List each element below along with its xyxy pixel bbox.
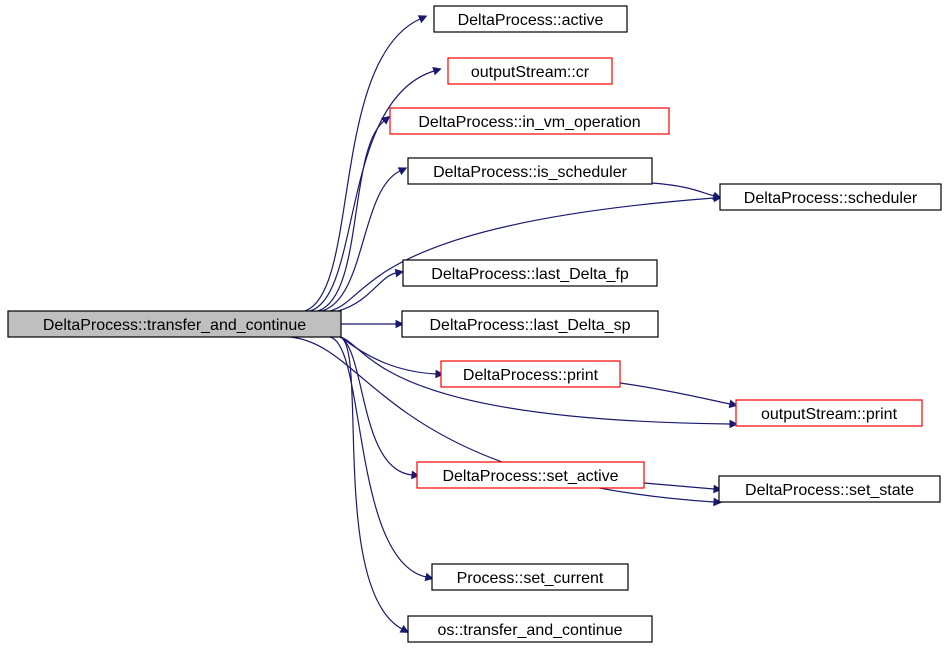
node-box: [431, 563, 629, 591]
arrow-head-icon: [713, 484, 723, 494]
arrow-head-icon: [411, 470, 421, 480]
edge-line: [619, 382, 731, 405]
edge-line: [329, 197, 715, 312]
node-os-transfer[interactable]: os::transfer_and_continue: [407, 615, 653, 643]
node-dp-print[interactable]: DeltaProcess::print: [440, 360, 621, 388]
node-box: [402, 259, 658, 287]
arrow-head-icon: [397, 167, 408, 176]
edge-root-to-scheduler: [329, 193, 723, 312]
node-box: [735, 399, 923, 427]
edge-line: [337, 272, 397, 312]
edge-set_active-to-set_state: [643, 482, 723, 494]
arrow-head-icon: [399, 624, 410, 633]
edge-line: [309, 70, 435, 312]
arrow-head-icon: [424, 572, 434, 582]
edge-line: [317, 120, 385, 312]
edge-root-to-dp_print: [340, 336, 445, 379]
node-label: DeltaProcess::is_scheduler: [433, 164, 628, 181]
node-label: Process::set_current: [457, 570, 604, 587]
edge-root-to-set_current: [329, 336, 434, 582]
edge-line: [340, 336, 731, 425]
edge-root-to-is_sched: [321, 167, 408, 312]
arrow-head-icon: [432, 67, 442, 76]
node-label: DeltaProcess::in_vm_operation: [418, 114, 640, 131]
edge-root-to-os_print: [340, 336, 739, 429]
node-root: DeltaProcess::transfer_and_continue: [7, 310, 342, 338]
node-label: DeltaProcess::print: [463, 367, 599, 384]
arrow-head-icon: [417, 15, 428, 24]
edge-line: [340, 336, 413, 476]
node-box: [447, 57, 613, 85]
arrow-head-icon: [395, 319, 405, 329]
node-cr[interactable]: outputStream::cr: [447, 57, 613, 85]
arrow-head-icon: [712, 191, 722, 201]
node-label: DeltaProcess::active: [458, 12, 604, 29]
node-os-print[interactable]: outputStream::print: [735, 399, 923, 427]
arrow-head-icon: [435, 369, 445, 379]
edge-line: [304, 18, 421, 312]
node-label: DeltaProcess::last_Delta_sp: [430, 317, 631, 334]
edge-line: [321, 170, 401, 312]
edge-dp_print-to-os_print: [619, 382, 738, 409]
node-last-fp[interactable]: DeltaProcess::last_Delta_fp: [402, 259, 658, 287]
edge-line: [651, 182, 715, 197]
node-label: outputStream::print: [761, 406, 898, 423]
node-set-current[interactable]: Process::set_current: [431, 563, 629, 591]
node-label: DeltaProcess::transfer_and_continue: [43, 317, 306, 334]
node-label: DeltaProcess::set_state: [745, 482, 914, 499]
arrow-head-icon: [729, 419, 739, 429]
edge-line: [339, 336, 403, 630]
node-is-sched[interactable]: DeltaProcess::is_scheduler: [407, 157, 653, 185]
node-label: outputStream::cr: [471, 64, 590, 81]
node-box: [440, 360, 621, 388]
node-last-sp[interactable]: DeltaProcess::last_Delta_sp: [401, 310, 659, 338]
node-label: DeltaProcess::last_Delta_fp: [431, 266, 629, 283]
node-box: [401, 310, 659, 338]
node-box: [718, 475, 941, 503]
arrow-head-icon: [380, 115, 391, 125]
node-box: [389, 107, 670, 135]
edge-root-to-last_sp: [341, 319, 405, 329]
node-label: DeltaProcess::scheduler: [744, 190, 918, 207]
edge-root-to-in_vm_op: [317, 115, 391, 312]
arrow-head-icon: [713, 497, 723, 507]
node-set-state[interactable]: DeltaProcess::set_state: [718, 475, 941, 503]
nodes-layer: DeltaProcess::transfer_and_continueDelta…: [7, 5, 942, 643]
node-label: os::transfer_and_continue: [437, 622, 622, 639]
edge-root-to-active: [304, 15, 428, 312]
edge-line: [329, 336, 427, 578]
node-label: DeltaProcess::set_active: [442, 468, 618, 485]
edge-line: [643, 482, 715, 490]
arrow-head-icon: [728, 399, 738, 409]
edge-root-to-set_active: [340, 336, 421, 480]
edge-root-to-cr: [309, 67, 442, 312]
arrow-head-icon: [394, 268, 404, 278]
node-box: [7, 310, 342, 338]
node-box: [416, 461, 645, 489]
node-box: [433, 5, 628, 33]
edge-line: [340, 336, 437, 375]
node-scheduler[interactable]: DeltaProcess::scheduler: [719, 183, 942, 211]
node-active[interactable]: DeltaProcess::active: [433, 5, 628, 33]
node-box: [719, 183, 942, 211]
node-set-active[interactable]: DeltaProcess::set_active: [416, 461, 645, 489]
node-box: [407, 157, 653, 185]
edge-root-to-last_fp: [337, 268, 404, 312]
edge-root-to-os_transfer: [339, 336, 410, 633]
node-in-vm-op[interactable]: DeltaProcess::in_vm_operation: [389, 107, 670, 135]
edge-is_sched-to-scheduler: [651, 182, 722, 201]
node-box: [407, 615, 653, 643]
